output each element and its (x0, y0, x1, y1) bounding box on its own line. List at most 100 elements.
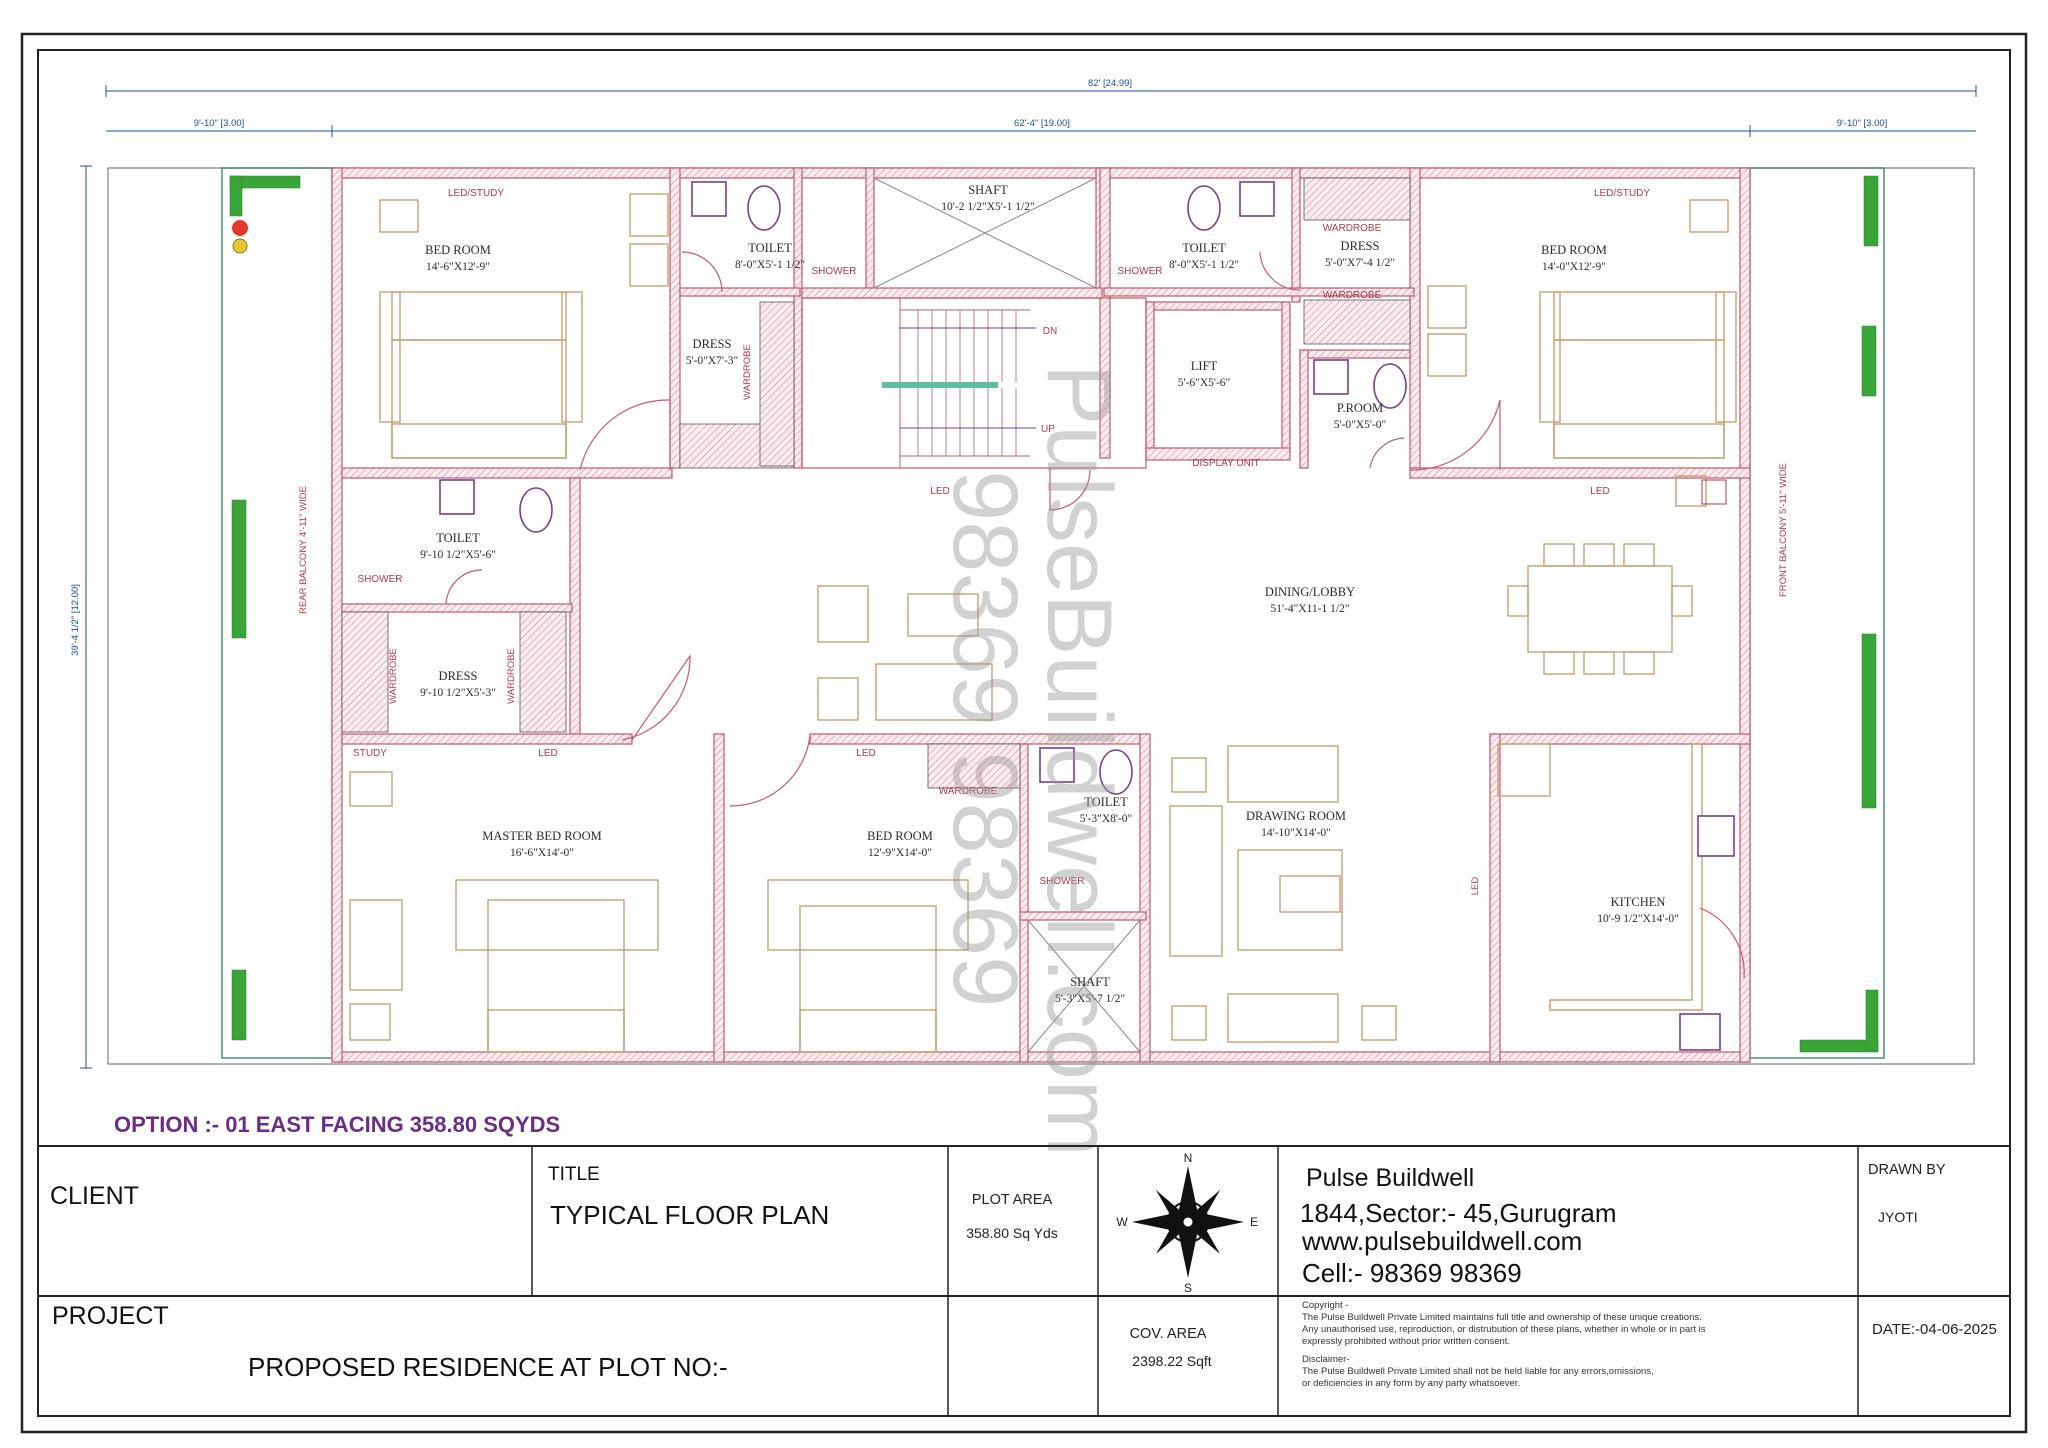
kitchen-name: KITCHEN (1611, 895, 1666, 909)
copyright-text-3: expressly prohibited without prior writt… (1302, 1336, 1510, 1347)
overall-dimension: 82' [24.99] (1088, 78, 1132, 89)
compass-n: N (1184, 1151, 1193, 1165)
kitchen-size: 10'-9 1/2"X14'-0" (1597, 913, 1679, 925)
proom-size: 5'-0"X5'-0" (1334, 419, 1387, 431)
walls (331, 167, 1751, 1063)
shower-label-1: SHOWER (812, 266, 857, 277)
copyright-text-1: The Pulse Buildwell Private Limited main… (1302, 1312, 1702, 1323)
bed1-name: BED ROOM (425, 243, 491, 257)
wardrobe-label-1: WARDROBE (1323, 223, 1382, 234)
toilet2-size: 8'-0"X5'-1 1/2" (1169, 259, 1239, 271)
option-label: OPTION :- 01 EAST FACING 358.80 SQYDS (114, 1112, 560, 1137)
company-website: www.pulsebuildwell.com (1301, 1226, 1582, 1256)
disclaimer-title: Disclaimer- (1302, 1354, 1350, 1365)
wardrobe-label-5: WARDROBE (388, 648, 399, 704)
furniture (349, 193, 1737, 1053)
client-label: CLIENT (50, 1182, 139, 1210)
shower-label-3: SHOWER (358, 574, 403, 585)
watermark-phone: 98369 98369 (934, 470, 1036, 1007)
shower-label-2: SHOWER (1118, 266, 1163, 277)
disclaimer-text-2: or deficiencies in any form by any party… (1302, 1378, 1520, 1389)
compass-w: W (1116, 1215, 1128, 1229)
middle-dimension: 62'-4" [19.00] (1014, 118, 1070, 129)
title-value: TYPICAL FLOOR PLAN (550, 1200, 829, 1230)
led-label-2: LED (1590, 486, 1609, 497)
led-study-label-left: LED/STUDY (448, 188, 504, 199)
cov-area-label: COV. AREA (1130, 1326, 1207, 1342)
wardrobe-label-2: WARDROBE (1323, 290, 1382, 301)
led-label-4: LED (856, 748, 875, 759)
wardrobe-label-6: WARDROBE (506, 648, 517, 704)
swastik-icon (1701, 479, 1727, 505)
bed1-size: 14'-6"X12'-9" (426, 261, 490, 273)
company-address: 1844,Sector:- 45,Gurugram (1300, 1198, 1617, 1228)
bed2-name: BED ROOM (1541, 243, 1607, 257)
led-study-label-right: LED/STUDY (1594, 188, 1650, 199)
cov-area-value: 2398.22 Sqft (1132, 1353, 1212, 1369)
plot-area-label: PLOT AREA (972, 1192, 1053, 1208)
led-label-1: LED (930, 486, 949, 497)
yellow-plant-icon (232, 238, 248, 254)
shaft1-name: SHAFT (968, 183, 1008, 197)
dress1-size: 5'-0"X7'-3" (686, 355, 739, 367)
height-dimension: 39'-4 1/2" [12.00] (70, 584, 81, 656)
inner-border (37, 49, 2011, 1417)
dress1-name: DRESS (693, 337, 732, 351)
bed3-size: 12'-9"X14'-0" (868, 847, 932, 859)
stair-down-label: DN (1043, 326, 1057, 337)
watermark-website: PulseBuildwell.com (1028, 364, 1130, 1157)
master-name: MASTER BED ROOM (482, 829, 601, 843)
toilet3-size: 9'-10 1/2"X5'-6" (420, 549, 496, 561)
dress3-name: DRESS (439, 669, 478, 683)
shaft1-size: 10'-2 1/2"X5'-1 1/2" (941, 201, 1034, 213)
copyright-title: Copyright - (1302, 1300, 1348, 1311)
left-dimension: 9'-10" [3.00] (194, 118, 245, 129)
shafts (873, 177, 1141, 1053)
drawing-name: DRAWING ROOM (1246, 809, 1346, 823)
toilet4-name: TOILET (1084, 795, 1128, 809)
toilet1-name: TOILET (748, 241, 792, 255)
dining-name: DINING/LOBBY (1265, 585, 1355, 599)
date-value: DATE:-04-06-2025 (1872, 1321, 1997, 1338)
rear-balcony-label: REAR BALCONY 4'-11" WIDE (298, 486, 309, 614)
lift-name: LIFT (1191, 359, 1218, 373)
front-balcony-label: FRONT BALCONY 5'-11" WIDE (1778, 463, 1789, 597)
outer-border (20, 32, 2028, 1434)
company-cell: Cell:- 98369 98369 (1302, 1258, 1522, 1288)
bed3-name: BED ROOM (867, 829, 933, 843)
staircase: DN UP (801, 297, 1147, 469)
compass-s: S (1184, 1281, 1192, 1295)
drawing-size: 14'-10"X14'-0" (1261, 827, 1331, 839)
display-unit-label: DISPLAY UNIT (1192, 458, 1259, 469)
disclaimer-text-1: The Pulse Buildwell Private Limited shal… (1302, 1366, 1654, 1377)
master-size: 16'-6"X14'-0" (510, 847, 574, 859)
dimension-lines: 82' [24.99] 9'-10" [3.00] 62'-4" [19.00]… (70, 78, 1977, 1069)
bed2-size: 14'-0"X12'-9" (1542, 261, 1606, 273)
company-name: Pulse Buildwell (1306, 1164, 1474, 1192)
wardrobe-label-3: WARDROBE (939, 786, 998, 797)
wardrobe-label-4: WARDROBE (742, 344, 753, 400)
compass-e: E (1250, 1215, 1258, 1229)
right-dimension: 9'-10" [3.00] (1837, 118, 1888, 129)
dress3-size: 9'-10 1/2"X5'-3" (420, 687, 496, 699)
room-labels: BED ROOM 14'-6"X12'-9" TOILET 8'-0"X5'-1… (420, 183, 1679, 1005)
toilet4-size: 5'-3"X8'-0" (1080, 813, 1133, 825)
shaft2-name: SHAFT (1070, 975, 1110, 989)
copyright-text-2: Any unauthorised use, reproduction, or d… (1302, 1324, 1706, 1335)
wardrobes (341, 177, 1411, 789)
front-balcony (1749, 167, 1885, 1059)
toilet1-size: 8'-0"X5'-1 1/2" (735, 259, 805, 271)
title-label: TITLE (548, 1164, 600, 1185)
dress2-size: 5'-0"X7'-4 1/2" (1325, 257, 1395, 269)
project-value: PROPOSED RESIDENCE AT PLOT NO:- (248, 1352, 728, 1382)
plot-area-value: 358.80 Sq Yds (966, 1225, 1058, 1241)
led-label-5: LED (1470, 877, 1481, 896)
lift-size: 5'-6"X5'-6" (1178, 377, 1231, 389)
toilet3-name: TOILET (436, 531, 480, 545)
shaft2-size: 5'-3"X5'-7 1/2" (1055, 993, 1125, 1005)
planters (229, 175, 1879, 1053)
stair-up-label: UP (1041, 424, 1055, 435)
shower-label-4: SHOWER (1040, 876, 1085, 887)
title-block: CLIENT TITLE TYPICAL FLOOR PLAN PLOT ARE… (38, 1145, 2010, 1416)
